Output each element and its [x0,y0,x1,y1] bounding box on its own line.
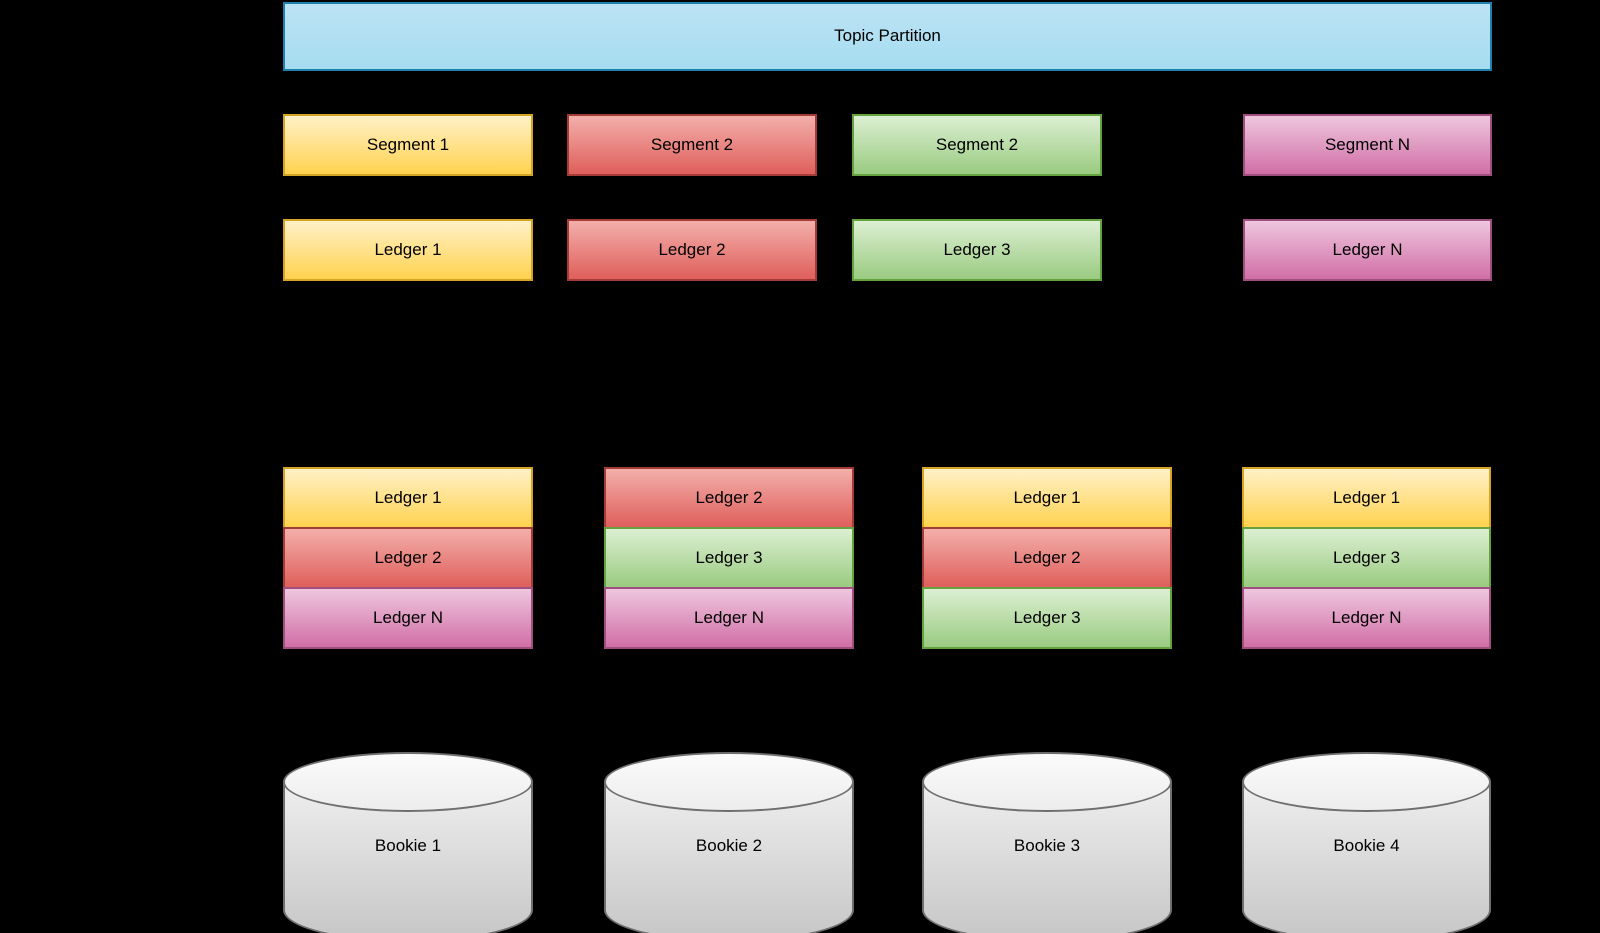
stack-row-label: Ledger 1 [1332,487,1401,507]
stack-row-label: Ledger 3 [695,547,763,567]
ledger-1-box: Ledger 1 [283,219,533,281]
stack-row: Ledger N [604,587,854,649]
segment-2-label: Segment 2 [650,134,734,154]
segment-1-label: Segment 1 [366,134,450,154]
bookie-1-cylinder: Bookie 1 [283,752,533,933]
stack-row: Ledger 2 [922,527,1172,589]
topic-partition-label: Topic Partition [834,26,941,46]
stack-row-label: Ledger 2 [374,547,442,567]
stack-row: Ledger N [1242,587,1491,649]
stack-row: Ledger 3 [922,587,1172,649]
cylinder-top-ellipse [604,752,854,812]
ledger-1-label: Ledger 1 [374,239,442,259]
stack-row-label: Ledger N [373,607,443,627]
bookie-3-label: Bookie 3 [1013,836,1081,855]
ledger-stack-2: Ledger 2 Ledger 3 Ledger N [604,467,854,649]
stack-row: Ledger 2 [283,527,533,589]
stack-row: Ledger 1 [922,467,1172,529]
ledger-stack-3: Ledger 1 Ledger 2 Ledger 3 [922,467,1172,649]
bookie-4-label: Bookie 4 [1333,836,1400,855]
segment-3-box: Segment 2 [852,114,1102,176]
segment-n-label: Segment N [1324,134,1411,154]
bookie-2-cylinder: Bookie 2 [604,752,854,933]
stack-row: Ledger 1 [1242,467,1491,529]
cylinder-top-ellipse [283,752,533,812]
stack-row: Ledger 1 [283,467,533,529]
stack-row-label: Ledger 2 [695,487,763,507]
bookie-3-cylinder: Bookie 3 [922,752,1172,933]
stack-row-label: Ledger 3 [1013,607,1081,627]
cylinder-top-ellipse [922,752,1172,812]
stack-row: Ledger N [283,587,533,649]
stack-row-label: Ledger 1 [1013,487,1081,507]
segment-3-label: Segment 2 [935,134,1019,154]
stack-row-label: Ledger 3 [1332,547,1401,567]
stack-row-label: Ledger N [694,607,764,627]
ledger-n-box: Ledger N [1243,219,1492,281]
segment-2-box: Segment 2 [567,114,817,176]
topic-partition-box: Topic Partition [283,2,1492,71]
ledger-n-label: Ledger N [1332,239,1403,259]
stack-row: Ledger 3 [604,527,854,589]
segment-1-box: Segment 1 [283,114,533,176]
ledger-stack-1: Ledger 1 Ledger 2 Ledger N [283,467,533,649]
stack-row-label: Ledger 2 [1013,547,1081,567]
ledger-2-label: Ledger 2 [658,239,726,259]
ledger-3-label: Ledger 3 [943,239,1011,259]
cylinder-top-ellipse [1242,752,1491,812]
segment-n-box: Segment N [1243,114,1492,176]
bookie-1-label: Bookie 1 [374,836,442,855]
ledger-stack-4: Ledger 1 Ledger 3 Ledger N [1242,467,1491,649]
ledger-2-box: Ledger 2 [567,219,817,281]
bookie-2-label: Bookie 2 [695,836,763,855]
bookie-4-cylinder: Bookie 4 [1242,752,1491,933]
stack-row-label: Ledger N [1331,607,1402,627]
stack-row: Ledger 2 [604,467,854,529]
ledger-3-box: Ledger 3 [852,219,1102,281]
stack-row: Ledger 3 [1242,527,1491,589]
stack-row-label: Ledger 1 [374,487,442,507]
